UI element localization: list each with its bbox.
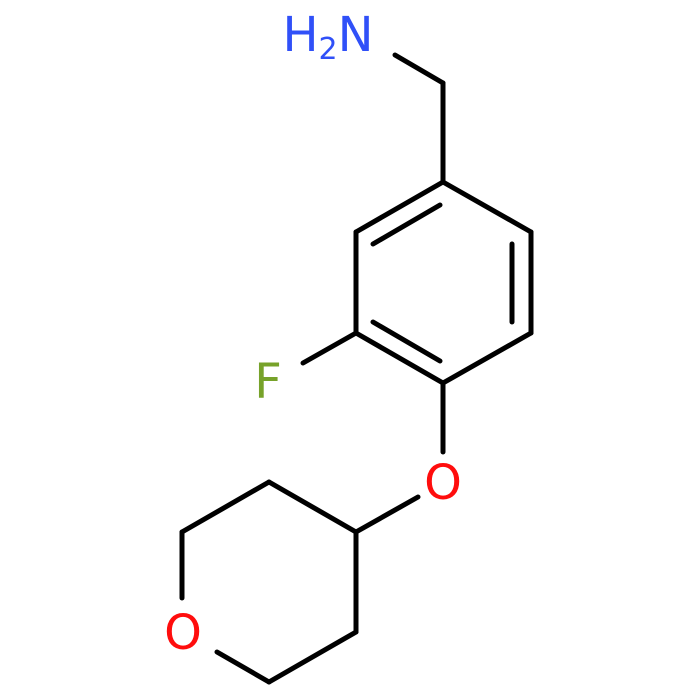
amine-h-label: H xyxy=(282,7,318,63)
bond-ether-oxygen-thp xyxy=(353,494,421,535)
bond-thp-c4-c3 xyxy=(266,479,359,535)
amine-subscript: 2 xyxy=(319,32,338,67)
bond-ring-c6-c1-inner xyxy=(370,202,443,247)
bond-thp-o-c6 xyxy=(214,649,272,685)
bond-ring-c4-c5-inner xyxy=(370,319,443,364)
bonds xyxy=(179,52,534,685)
bond-ring-c4-c5 xyxy=(353,330,446,386)
ring-oxygen-label: O xyxy=(164,605,202,661)
bond-ring-c1-c2 xyxy=(440,179,534,235)
bond-ring-c6-c1 xyxy=(353,179,446,235)
fluorine-label: F xyxy=(254,354,282,410)
bond-ring-fluorine xyxy=(300,330,359,366)
bond-amine-ch2 xyxy=(392,52,446,86)
ether-oxygen-label: O xyxy=(424,455,462,511)
bond-thp-c3-c2 xyxy=(179,479,272,535)
atom-labels: H2N F O O xyxy=(164,7,462,661)
bond-thp-c6-c5 xyxy=(266,629,359,685)
amine-label: H2N xyxy=(282,7,373,67)
amine-n-label: N xyxy=(338,7,374,63)
bond-ring-c3-c4 xyxy=(440,330,534,386)
